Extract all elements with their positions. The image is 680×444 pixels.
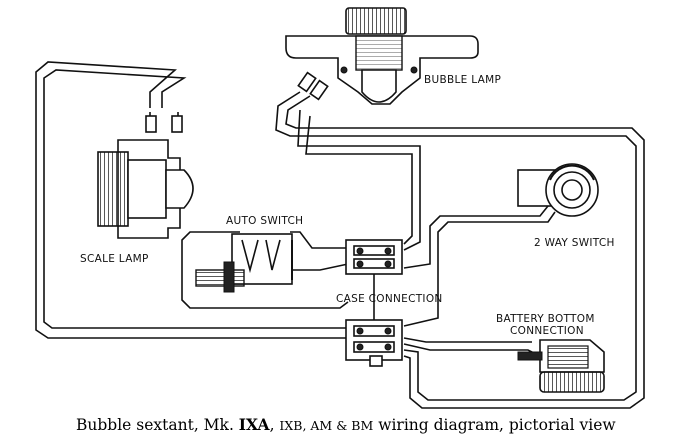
knurled-knob-icon (345, 7, 407, 35)
caption-part4: IXB, AM & BM (279, 418, 373, 433)
caption-part3: , (270, 416, 280, 434)
knurled-knob-icon (97, 151, 129, 227)
scale-lamp-label: SCALE LAMP (80, 253, 149, 265)
auto-switch: AUTO SWITCH (195, 215, 303, 293)
knurled-knob-icon (539, 371, 605, 393)
case-connection-upper (345, 239, 403, 275)
caption: Bubble sextant, Mk. IXA, IXB, AM & BM wi… (76, 415, 616, 434)
two-way-switch: 2 WAY SWITCH (517, 163, 615, 249)
terminal-block-icon (345, 239, 403, 275)
bulb-icon (361, 69, 397, 103)
caption-part2: IXA (239, 415, 271, 434)
bubble-lamp: BUBBLE LAMP (285, 7, 501, 105)
bubble-lamp-label: BUBBLE LAMP (424, 74, 501, 86)
scale-lamp: SCALE LAMP (80, 115, 194, 265)
bulb-icon (165, 169, 194, 209)
caption-part1: Bubble sextant, Mk. (76, 416, 239, 434)
two-way-switch-label: 2 WAY SWITCH (534, 237, 615, 249)
case-connection-label: CASE CONNECTION (336, 293, 443, 305)
battery-label-line2: CONNECTION (510, 325, 584, 337)
battery-label-line1: BATTERY BOTTOM (496, 313, 595, 325)
auto-switch-label: AUTO SWITCH (226, 215, 303, 227)
caption-part5: wiring diagram, pictorial view (373, 416, 616, 434)
case-connection-lower (345, 319, 403, 367)
battery-bottom-connection: BATTERY BOTTOM CONNECTION (496, 313, 605, 393)
